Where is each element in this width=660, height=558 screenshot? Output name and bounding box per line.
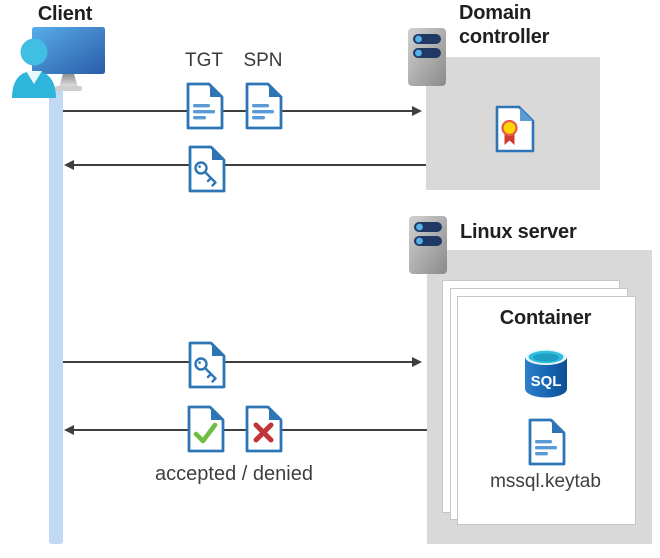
arrow-dc-to-client xyxy=(64,160,427,170)
container-title: Container xyxy=(499,307,592,329)
server-icon xyxy=(407,27,447,87)
domain-controller-title: Domain controller xyxy=(459,2,550,49)
linux-server-title: Linux server xyxy=(460,221,577,243)
spn-label: SPN xyxy=(243,50,283,71)
client-lifeline-bar xyxy=(49,88,63,544)
arrow-client-to-dc xyxy=(63,106,422,116)
certificate-icon xyxy=(492,104,536,154)
client-title: Client xyxy=(37,3,93,25)
key-document-icon xyxy=(185,340,227,390)
sql-badge-text: SQL xyxy=(531,373,562,390)
client-workstation-icon xyxy=(10,26,106,98)
container-card-front xyxy=(457,296,636,525)
tgt-ticket-document-icon xyxy=(183,81,225,131)
result-label: accepted / denied xyxy=(155,463,313,485)
arrow-client-to-linux xyxy=(63,357,422,367)
denied-document-icon xyxy=(242,404,284,454)
tgt-label: TGT xyxy=(185,50,223,71)
spn-ticket-document-icon xyxy=(242,81,284,131)
keytab-label: mssql.keytab xyxy=(490,471,601,492)
sql-database-icon: SQL xyxy=(522,347,570,399)
accepted-document-icon xyxy=(184,404,226,454)
server-icon xyxy=(408,215,448,275)
keytab-document-icon xyxy=(525,417,567,467)
key-document-icon xyxy=(185,144,227,194)
